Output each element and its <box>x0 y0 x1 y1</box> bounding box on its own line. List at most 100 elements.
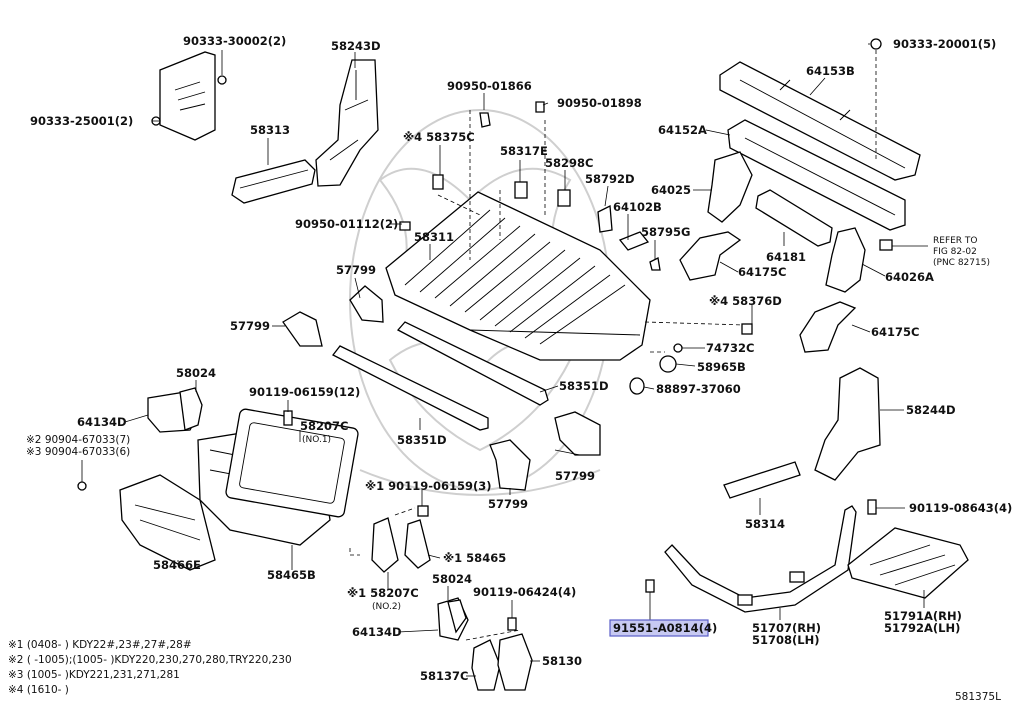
plug-58965B-shape <box>659 355 677 373</box>
label-51707[interactable]: 51707(RH) <box>752 621 821 635</box>
label-90950-01898[interactable]: 90950-01898 <box>557 96 642 110</box>
label-58243D[interactable]: 58243D <box>331 39 381 53</box>
label-90333-30002[interactable]: 90333-30002(2) <box>183 34 286 48</box>
footnotes: ※1 (0408- ) KDY22#,23#,27#,28# ※2 ( -100… <box>8 639 292 696</box>
part-57799-brackets-upper <box>282 285 384 347</box>
label-90119-06159-12[interactable]: 90119-06159(12) <box>249 385 360 399</box>
label-58351D-a[interactable]: 58351D <box>559 379 609 393</box>
part-labels: 90333-30002(2) 58243D 90333-25001(2) 583… <box>26 34 1012 683</box>
label-88897-37060[interactable]: 88897-37060 <box>656 382 741 396</box>
label-58313[interactable]: 58313 <box>250 123 290 137</box>
part-64153B-shape <box>719 61 921 181</box>
label-91551-A0814[interactable]: 91551-A0814(4) <box>613 621 717 635</box>
label-64181[interactable]: 64181 <box>766 250 806 264</box>
label-51708[interactable]: 51708(LH) <box>752 633 819 647</box>
label-58465B[interactable]: 58465B <box>267 568 316 582</box>
label-57799-a[interactable]: 57799 <box>336 263 376 277</box>
label-58207C-a-sub: (NO.1) <box>302 435 331 445</box>
part-58137C-shape <box>471 639 501 691</box>
part-58311-floor-shape <box>385 191 651 361</box>
label-74732C[interactable]: 74732C <box>706 341 754 355</box>
label-390904-67033[interactable]: ※3 90904-67033(6) <box>26 446 130 458</box>
part-51791A-step-shape <box>847 527 969 599</box>
clip-74732C-shape <box>673 343 683 353</box>
part-58024-upper-shape <box>179 387 203 431</box>
part-57799-lower-a-shape <box>489 439 531 491</box>
bolt-90119-06159-12-shape <box>283 410 293 426</box>
label-57799-b[interactable]: 57799 <box>230 319 270 333</box>
label-refer-2: FIG 82-02 <box>933 247 977 257</box>
part-58351D-sills <box>332 321 549 431</box>
label-90333-20001[interactable]: 90333-20001(5) <box>893 37 996 51</box>
label-58792D[interactable]: 58792D <box>585 172 635 186</box>
label-64175C-b[interactable]: 64175C <box>871 325 919 339</box>
label-58376D[interactable]: ※4 58376D <box>709 294 782 308</box>
label-51792A[interactable]: 51792A(LH) <box>884 621 960 635</box>
label-58351D-b[interactable]: 58351D <box>397 433 447 447</box>
label-58024-b[interactable]: 58024 <box>432 572 472 586</box>
label-57799-c[interactable]: 57799 <box>488 497 528 511</box>
label-refer-3: (PNC 82715) <box>933 258 990 268</box>
label-58466E[interactable]: 58466E <box>153 558 201 572</box>
label-90119-06424[interactable]: 90119-06424(4) <box>473 585 576 599</box>
small-brackets-center <box>399 101 661 271</box>
part-64175C-lower-shape <box>799 301 857 353</box>
label-58375C[interactable]: ※4 58375C <box>403 130 475 144</box>
label-64152A[interactable]: 64152A <box>658 123 707 137</box>
label-58317E[interactable]: 58317E <box>500 144 548 158</box>
plug-88897-shape <box>629 377 645 395</box>
clip-58376D-shape <box>741 323 753 335</box>
footnote-1: ※1 (0408- ) KDY22#,23#,27#,28# <box>8 639 192 651</box>
label-57799-d[interactable]: 57799 <box>555 469 595 483</box>
label-58244D[interactable]: 58244D <box>906 403 956 417</box>
part-58243D-shape <box>315 59 379 187</box>
label-51791A[interactable]: 51791A(RH) <box>884 609 962 623</box>
label-58795G[interactable]: 58795G <box>641 225 690 239</box>
label-90950-01112[interactable]: 90950-01112(2) <box>295 217 398 231</box>
label-64025[interactable]: 64025 <box>651 183 691 197</box>
bolt-90119-06424-shape <box>507 617 517 631</box>
bolt-90119-08643-shape <box>867 499 877 515</box>
leader-lines <box>81 43 928 677</box>
label-58207C-a[interactable]: 58207C <box>300 419 348 433</box>
part-58207C-frame-shape <box>225 408 359 518</box>
label-58465[interactable]: ※1 58465 <box>443 551 506 565</box>
label-58130[interactable]: 58130 <box>542 654 582 668</box>
part-58244D-shape <box>814 367 881 481</box>
label-58207C-b[interactable]: ※1 58207C <box>347 586 419 600</box>
label-64102B[interactable]: 64102B <box>613 200 662 214</box>
bolt-91551-shape <box>645 579 655 593</box>
part-57799-lower-b-shape <box>554 411 601 456</box>
label-64175C-a[interactable]: 64175C <box>738 265 786 279</box>
label-58314[interactable]: 58314 <box>745 517 785 531</box>
label-58298C[interactable]: 58298C <box>545 156 593 170</box>
highlight-91551-box <box>609 619 709 637</box>
part-58207C-no2-shape <box>371 517 399 573</box>
part-64181-shape <box>755 189 833 247</box>
label-90950-01866[interactable]: 90950-01866 <box>447 79 532 93</box>
label-64026A[interactable]: 64026A <box>885 270 934 284</box>
part-51707-carrier-shape <box>664 505 857 613</box>
part-58465-shape <box>404 519 431 569</box>
label-290904-67033[interactable]: ※2 90904-67033(7) <box>26 434 130 446</box>
label-64134D-a[interactable]: 64134D <box>77 415 127 429</box>
label-90119-06159-3[interactable]: ※1 90119-06159(3) <box>365 479 492 493</box>
label-58024-a[interactable]: 58024 <box>176 366 216 380</box>
part-64026A-shape <box>825 227 866 293</box>
label-58137C[interactable]: 58137C <box>420 669 468 683</box>
part-64152A-shape <box>727 119 906 231</box>
label-58965B[interactable]: 58965B <box>697 360 746 374</box>
label-90119-08643[interactable]: 90119-08643(4) <box>909 501 1012 515</box>
part-58024-lower-shape <box>447 599 467 634</box>
label-64134D-b[interactable]: 64134D <box>352 625 402 639</box>
diagram-id: 581375L <box>955 691 1001 703</box>
label-90333-25001[interactable]: 90333-25001(2) <box>30 114 133 128</box>
footnote-4: ※4 (1610- ) <box>8 684 69 696</box>
bolt-90904-shape <box>77 481 87 491</box>
label-58311[interactable]: 58311 <box>414 230 454 244</box>
label-58207C-b-sub: (NO.2) <box>372 602 401 612</box>
footnote-2: ※2 ( -1005);(1005- )KDY220,230,270,280,T… <box>8 654 292 666</box>
part-58130-shape <box>497 633 533 691</box>
label-64153B[interactable]: 64153B <box>806 64 855 78</box>
